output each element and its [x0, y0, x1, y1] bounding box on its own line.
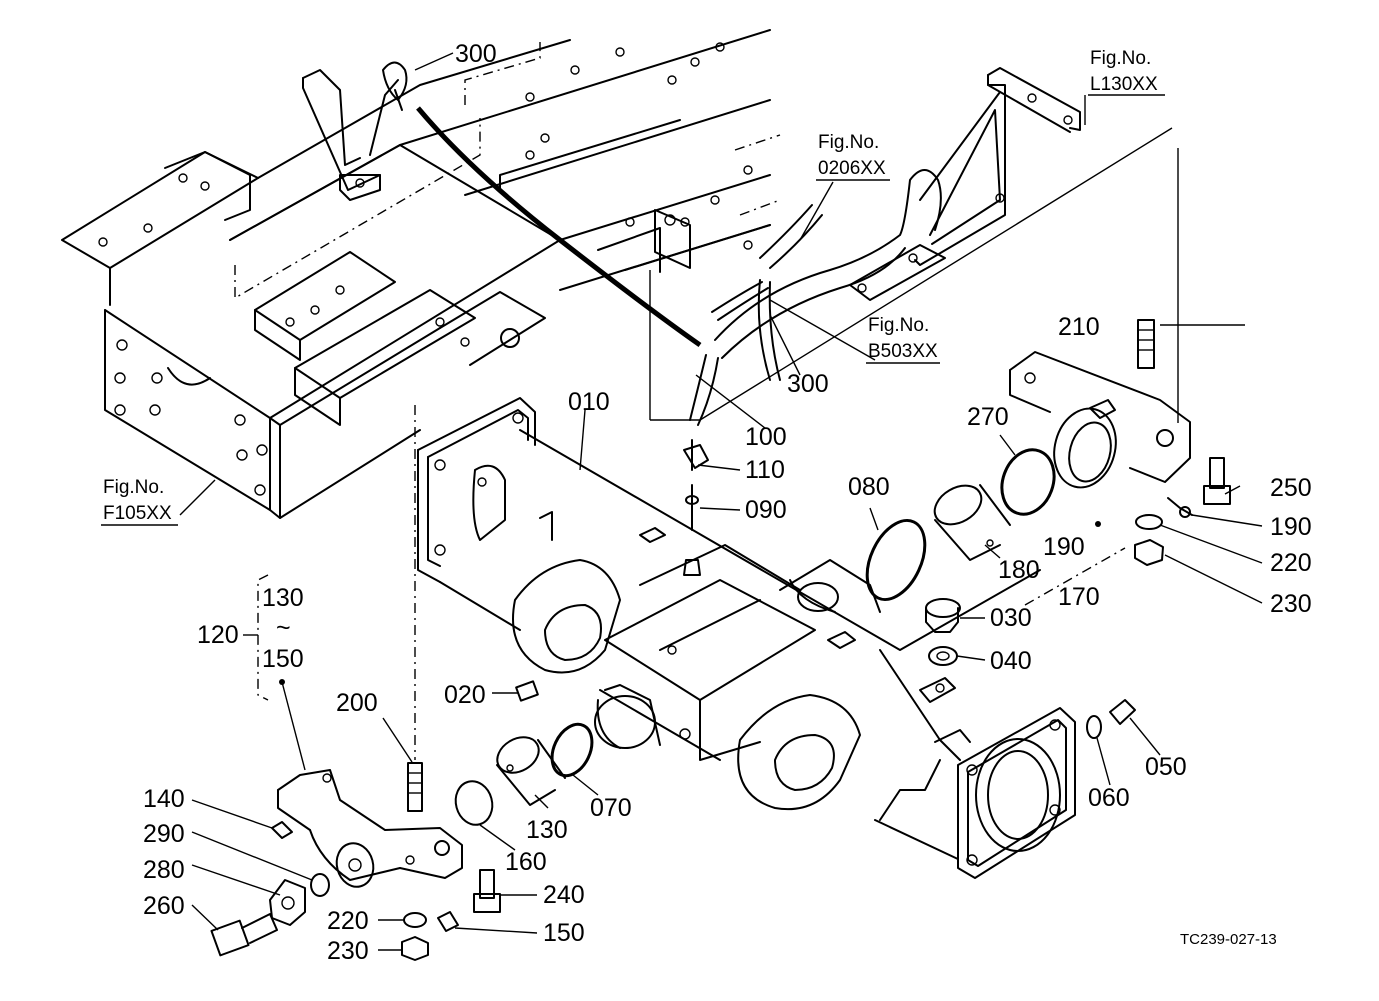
part-label-250: 250: [1270, 474, 1312, 502]
part-label-230-left: 230: [327, 937, 369, 965]
part-label-040: 040: [990, 647, 1032, 675]
hoses: [416, 106, 942, 426]
part-label-300-top: 300: [455, 40, 497, 68]
part-label-230-right: 230: [1270, 590, 1312, 618]
tractor-frame: [61, 29, 781, 519]
part-label-210: 210: [1058, 313, 1100, 341]
clip-300-top: [382, 61, 408, 111]
part-label-220-right: 220: [1270, 549, 1312, 577]
part-label-160: 160: [505, 848, 547, 876]
part-label-110: 110: [745, 456, 785, 484]
spindle-right: [779, 559, 881, 613]
part-label-050: 050: [1145, 753, 1187, 781]
part-label-090: 090: [745, 496, 787, 524]
part-label-190-right: 190: [1270, 513, 1312, 541]
fig-ref-l130-line2: L130XX: [1090, 74, 1158, 95]
fig-ref-f105-line2: F105XX: [103, 503, 172, 524]
part-label-240: 240: [543, 881, 585, 909]
range-tilde: ~: [276, 614, 291, 642]
part-label-060: 060: [1088, 784, 1130, 812]
part-label-140: 140: [143, 785, 185, 813]
part-label-290: 290: [143, 820, 185, 848]
part-label-180: 180: [998, 556, 1040, 584]
part-label-020: 020: [444, 681, 486, 709]
fig-ref-b503-line1: Fig.No.: [868, 315, 929, 336]
fig-ref-0206-line2: 0206XX: [818, 158, 886, 179]
left-axle-support: [210, 405, 501, 961]
part-label-120: 120: [197, 621, 239, 649]
part-label-130-range: 130: [262, 584, 304, 612]
part-label-280: 280: [143, 856, 185, 884]
right-axle-support: [649, 127, 1231, 566]
rear-bracket: [849, 67, 1081, 301]
part-label-220-left: 220: [327, 907, 369, 935]
part-label-100: 100: [745, 423, 787, 451]
axle-housing: [417, 397, 1076, 879]
part-label-190: 190: [1043, 533, 1085, 561]
spindle-left: [594, 684, 661, 749]
fig-ref-b503-line2: B503XX: [868, 341, 938, 362]
figure-reference-labels: Fig.No. L130XX Fig.No. 0206XX Fig.No. B5…: [101, 48, 1165, 526]
part-label-170: 170: [1058, 583, 1100, 611]
part-label-300-mid: 300: [787, 370, 829, 398]
part-label-030: 030: [990, 604, 1032, 632]
part-label-070: 070: [590, 794, 632, 822]
bushings-and-rings: [454, 439, 1136, 826]
part-label-130: 130: [526, 816, 568, 844]
reference-dot: [279, 679, 285, 685]
part-number-labels: 300 300 210 010 270 100 110 080 090 250 …: [143, 40, 1312, 965]
part-label-270: 270: [967, 403, 1009, 431]
part-label-010: 010: [568, 388, 610, 416]
leader-lines: [179, 52, 1263, 951]
part-label-150: 150: [543, 919, 585, 947]
drawing-code: TC239-027-13: [1180, 931, 1277, 948]
fig-ref-l130-line1: Fig.No.: [1090, 48, 1151, 69]
part-label-200: 200: [336, 689, 378, 717]
part-label-150-range: 150: [262, 645, 304, 673]
fig-ref-0206-line1: Fig.No.: [818, 132, 879, 153]
fig-ref-f105-line1: Fig.No.: [103, 477, 164, 498]
reference-dot: [1095, 521, 1101, 527]
part-label-260: 260: [143, 892, 185, 920]
part-label-080: 080: [848, 473, 890, 501]
